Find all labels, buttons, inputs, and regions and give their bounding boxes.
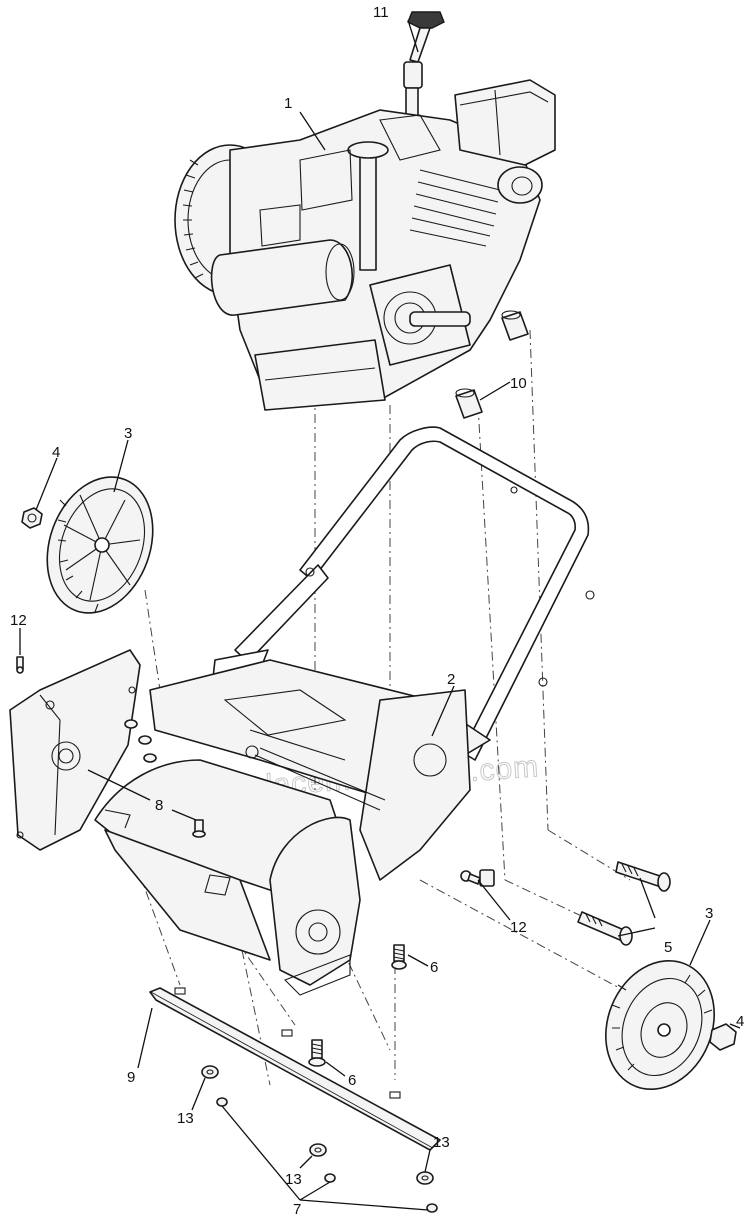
engine-part-1 <box>174 79 556 411</box>
callout-3-left: 3 <box>124 425 132 442</box>
callout-labels: 11 1 10 3 4 12 2 8 12 3 5 6 4 6 9 13 13 … <box>10 4 744 1218</box>
callout-4-right: 4 <box>736 1013 744 1030</box>
frame-housing-part-2 <box>94 659 491 996</box>
carriage-bolt-upper-part-6 <box>391 944 407 970</box>
callout-9: 9 <box>127 1069 135 1086</box>
washer-part-13-a <box>201 1065 219 1079</box>
callout-3-right: 3 <box>705 905 713 922</box>
callout-8: 8 <box>155 797 163 814</box>
nut-part-7-b <box>324 1173 336 1183</box>
dipstick-part-11 <box>403 11 445 129</box>
nut-right-part-4 <box>709 1023 737 1051</box>
bolt-left-part-12 <box>16 656 24 674</box>
callout-7: 7 <box>293 1201 301 1218</box>
shoulder-bolts-part-5 <box>577 861 671 946</box>
bolt-part-8 <box>192 819 206 838</box>
leader-lines <box>19 19 741 1211</box>
callout-11: 11 <box>373 4 389 21</box>
nut-part-7-a <box>216 1097 228 1107</box>
scraper-bar-part-9 <box>149 987 441 1151</box>
callout-5: 5 <box>664 939 672 956</box>
callout-1: 1 <box>284 95 292 112</box>
nut-left-part-4 <box>21 507 43 529</box>
carriage-bolt-lower-part-6 <box>308 1039 326 1067</box>
callout-2: 2 <box>447 671 455 688</box>
callout-6-upper: 6 <box>430 959 438 976</box>
bolt-right-part-12 <box>460 869 495 887</box>
callout-13-a: 13 <box>177 1110 194 1127</box>
callout-4-left: 4 <box>52 444 60 461</box>
washer-part-13-c <box>416 1171 434 1185</box>
nut-part-7-c <box>426 1203 438 1213</box>
spacers-part-10 <box>455 310 529 419</box>
callout-10: 10 <box>510 375 527 392</box>
callout-13-b: 13 <box>285 1171 302 1188</box>
wheel-left-part-3 <box>46 476 154 614</box>
callout-12-left: 12 <box>10 612 27 629</box>
callout-13-c: 13 <box>433 1134 450 1151</box>
callout-12-right: 12 <box>510 919 527 936</box>
callout-6-lower: 6 <box>348 1072 356 1089</box>
washer-part-13-b <box>309 1143 327 1157</box>
side-panel-left <box>9 649 157 851</box>
wheel-right-part-3 <box>605 959 715 1091</box>
